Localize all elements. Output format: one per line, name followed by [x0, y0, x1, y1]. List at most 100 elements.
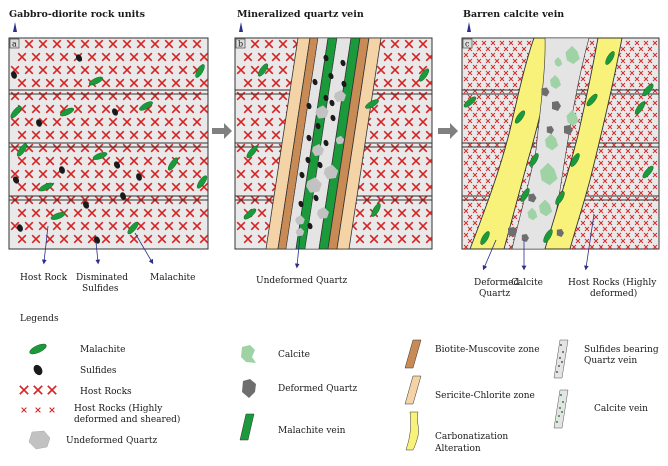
host-rock-x	[31, 52, 41, 62]
host-rock-x	[404, 117, 414, 127]
host-rock-x	[598, 208, 604, 214]
host-rock-x	[243, 182, 253, 192]
host-rock-x	[494, 154, 500, 160]
host-rock-x	[425, 104, 432, 114]
malachite-grain	[16, 143, 28, 157]
host-rock-x	[598, 184, 604, 190]
host-rock-x	[481, 112, 487, 118]
host-rock-x	[192, 221, 202, 231]
host-rock-x	[178, 169, 188, 179]
host-rock-x	[157, 104, 167, 114]
host-rock-x	[625, 64, 631, 70]
host-rock-x	[467, 118, 473, 124]
host-rock-x	[485, 106, 491, 112]
host-rock-x	[80, 221, 90, 231]
host-rock-x	[94, 91, 104, 101]
host-rock-x	[499, 76, 505, 82]
sulfide-grain	[306, 102, 312, 110]
host-rock-x	[411, 104, 421, 114]
host-rock-x	[512, 94, 518, 100]
sulfide-grain	[323, 139, 329, 147]
malachite-grain	[139, 101, 153, 111]
host-rock-x	[575, 238, 581, 244]
host-rock-x	[425, 182, 432, 192]
host-rock-x	[404, 143, 414, 153]
host-rock-x	[101, 234, 111, 244]
host-rock-x	[503, 130, 509, 136]
host-rock-x	[10, 117, 20, 127]
legend-label: Undeformed Quartz	[66, 436, 157, 446]
host-rock-x	[512, 46, 518, 52]
host-rock-x	[643, 76, 649, 82]
host-rock-x	[625, 40, 631, 46]
host-rock-x	[24, 221, 34, 231]
host-rock-x	[485, 58, 491, 64]
host-rock-x	[108, 143, 118, 153]
host-rock-x	[185, 234, 195, 244]
sulfide-grain	[306, 134, 312, 142]
host-rock-x	[634, 100, 640, 106]
calcite-grain	[545, 133, 559, 151]
legend-biotite: Biotite-Muscovite zone	[404, 339, 540, 369]
host-rock-x	[638, 202, 644, 208]
host-rock-x	[476, 166, 482, 172]
host-rock-x	[476, 46, 482, 52]
legend-label-line2: deformed and sheared)	[74, 414, 180, 425]
host-rock-x	[463, 76, 469, 82]
host-rock-x	[463, 52, 469, 58]
undeformed-quartz-grain	[315, 105, 329, 119]
host-rock-x	[397, 130, 407, 140]
host-rock-x	[602, 214, 608, 220]
host-rock-x	[472, 220, 478, 226]
host-rock-x	[647, 118, 653, 124]
host-rock-x	[638, 154, 644, 160]
host-rock-x	[616, 184, 622, 190]
host-rock-x	[411, 234, 421, 244]
deformed-quartz-symbol	[242, 379, 256, 398]
host-rock-x	[66, 91, 76, 101]
host-rock-x	[52, 65, 62, 75]
host-rock-x	[589, 208, 595, 214]
host-rock-x	[652, 124, 658, 130]
host-rock-x	[101, 208, 111, 218]
host-rock-x	[376, 221, 386, 231]
host-rock-x	[404, 39, 414, 49]
host-rock-x	[178, 143, 188, 153]
legend-label: Host Rocks	[80, 387, 132, 397]
host-rock-x	[512, 58, 518, 64]
malachite-symbol	[29, 343, 47, 355]
host-rock-x	[66, 221, 76, 231]
host-rock-x	[481, 64, 487, 70]
host-rock-x	[143, 208, 153, 218]
host-rock-x	[52, 91, 62, 101]
host-rock-x	[508, 52, 514, 58]
host-rock-x	[607, 160, 613, 166]
host-rock-x	[490, 124, 496, 130]
legend-label: Deformed Quartz	[278, 384, 358, 394]
deformed-quartz-grain	[541, 87, 550, 97]
sulfide-grain	[315, 122, 321, 130]
host-rock-x	[629, 178, 635, 184]
deformed-quartz-grain	[552, 101, 561, 111]
host-rock-x	[643, 220, 649, 226]
legend-label-line2: Alteration	[434, 444, 481, 454]
host-rock-x	[607, 244, 613, 249]
host-rock-x	[250, 39, 260, 49]
host-rock-x	[503, 58, 509, 64]
host-rock-x	[485, 178, 491, 184]
host-rock-x	[490, 160, 496, 166]
host-rock-x	[643, 208, 649, 214]
host-rock-x	[517, 52, 523, 58]
host-rock-x	[425, 130, 432, 140]
host-rock-x	[634, 76, 640, 82]
host-rock-x	[598, 160, 604, 166]
host-rock-x	[643, 148, 649, 154]
host-rock-x	[271, 130, 281, 140]
host-rock-x	[94, 169, 104, 179]
sulfide-grain	[120, 192, 126, 200]
legend-label: Carbonatization	[435, 432, 508, 442]
host-rock-x	[634, 220, 640, 226]
host-rock-x	[250, 117, 260, 127]
host-rock-x	[625, 76, 631, 82]
host-rock-x	[150, 65, 160, 75]
